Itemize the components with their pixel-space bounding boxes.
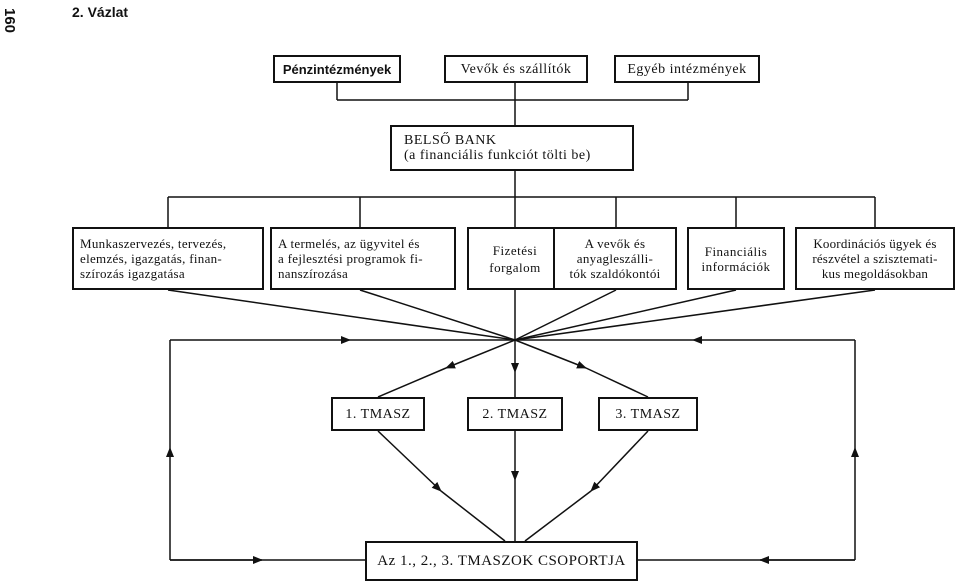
- function-box-coordination: Koordinációs ügyek és részvétel a sziszt…: [795, 227, 955, 290]
- tmasz-group-box: Az 1., 2., 3. TMASZOK CSOPORTJA: [365, 541, 638, 581]
- institution-box-banks: Pénzintézmények: [273, 55, 401, 83]
- inner-bank-title: BELSŐ BANK: [404, 133, 497, 148]
- chapter-title: 2. Vázlat: [72, 4, 129, 20]
- tmasz-box-1: 1. TMASZ: [331, 397, 425, 431]
- institution-box-customers-suppliers: Vevők és szállítók: [444, 55, 588, 83]
- function-box-financing: A termelés, az ügyvitel és a fejlesztési…: [270, 227, 456, 290]
- function-box-management: Munkaszervezés, tervezés, elemzés, igazg…: [72, 227, 264, 290]
- institution-box-other: Egyéb intézmények: [614, 55, 760, 83]
- function-box-information: Financiális információk: [687, 227, 785, 290]
- inner-bank-box: BELSŐ BANK (a financiális funkciót tölti…: [390, 125, 634, 171]
- tmasz-box-3: 3. TMASZ: [598, 397, 698, 431]
- inner-bank-subtitle: (a financiális funkciót tölti be): [404, 148, 591, 163]
- function-box-accounts: A vevők és anyagleszálli- tók szaldókont…: [553, 227, 677, 290]
- function-box-payments: Fizetési forgalom: [467, 227, 563, 290]
- tmasz-box-2: 2. TMASZ: [467, 397, 563, 431]
- page-number: 160: [1, 8, 18, 34]
